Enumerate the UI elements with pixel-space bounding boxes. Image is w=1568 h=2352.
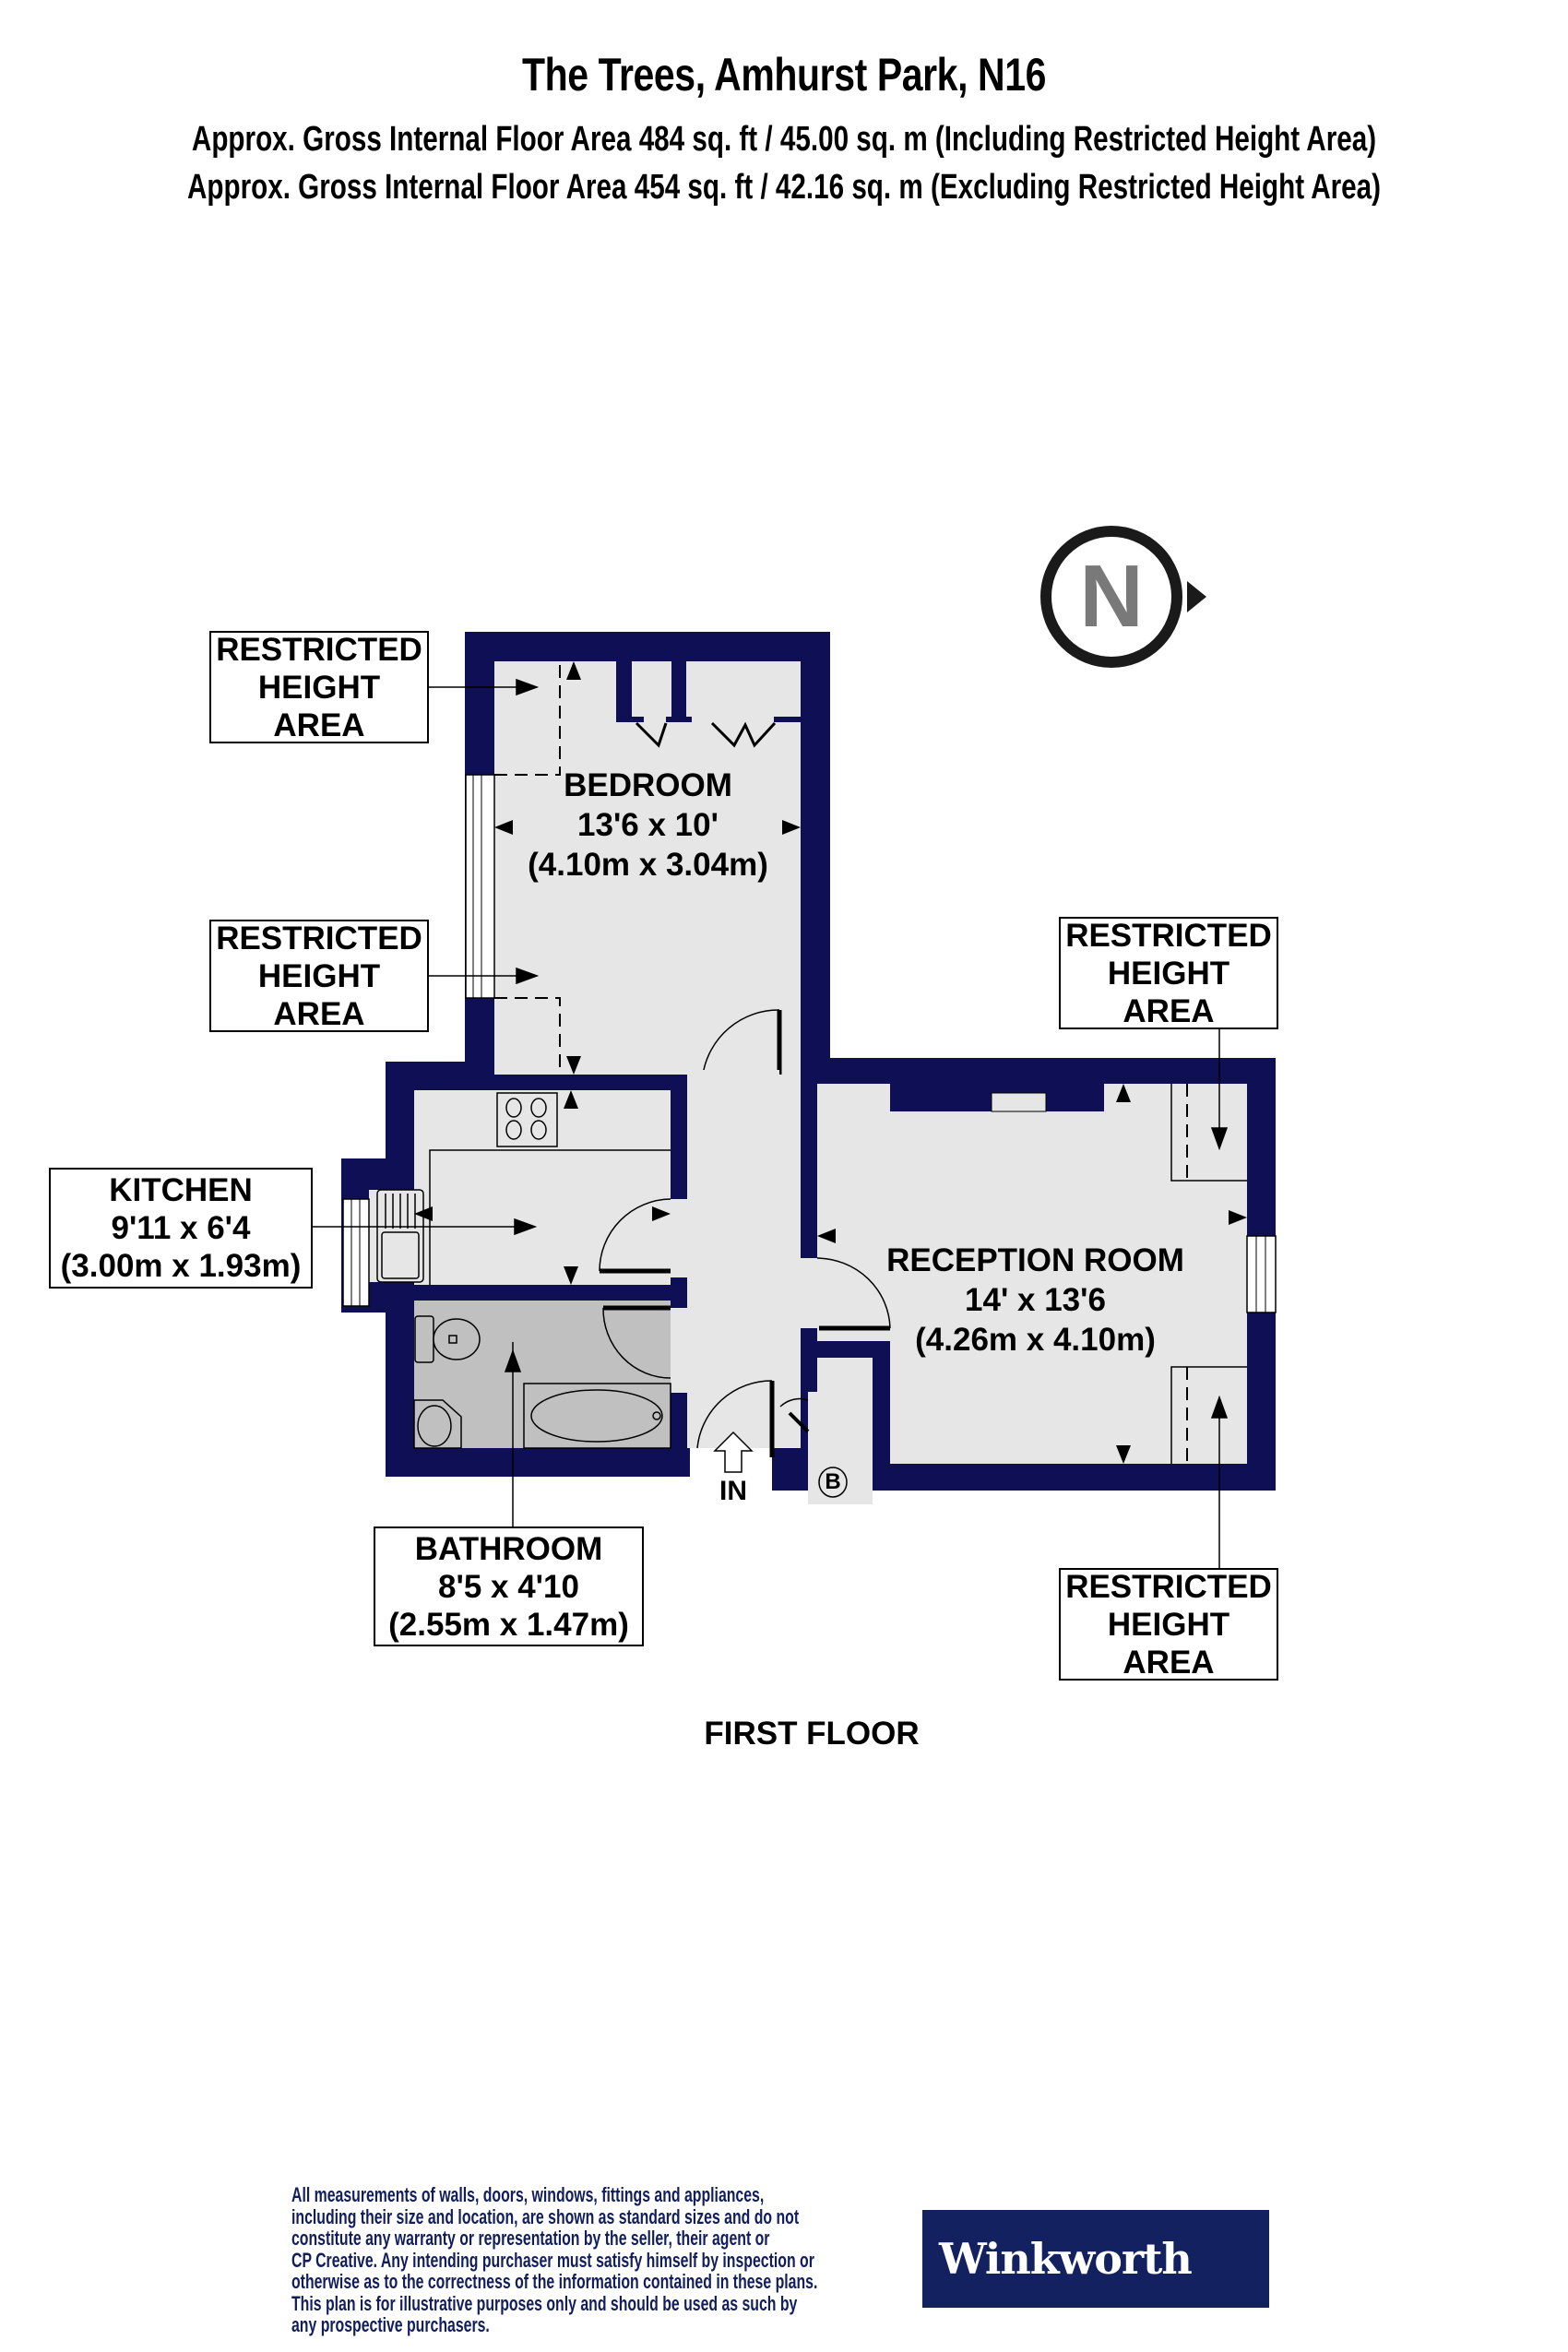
hob-icon (496, 1092, 558, 1147)
compass-north-letter: N (1079, 547, 1144, 646)
kitchen-window (342, 1198, 370, 1307)
entrance-arrow-icon (713, 1431, 754, 1473)
kitchen-label: KITCHEN 9'11 x 6'4 (3.00m x 1.93m) (49, 1168, 313, 1289)
restricted-height-label-bedroom-bottom: RESTRICTED HEIGHT AREA (209, 920, 429, 1032)
bathroom-label: BATHROOM 8'5 x 4'10 (2.55m x 1.47m) (374, 1526, 644, 1646)
bath-icon (523, 1383, 671, 1449)
restricted-height-label-bedroom-top: RESTRICTED HEIGHT AREA (209, 631, 429, 743)
bedroom-window (465, 774, 495, 999)
restricted-height-label-reception-top: RESTRICTED HEIGHT AREA (1059, 917, 1278, 1029)
boiler-label: B (825, 1469, 841, 1494)
bedroom-label: BEDROOM 13'6 x 10' (4.10m x 3.04m) (528, 767, 768, 883)
hallway-floor (687, 1075, 801, 1448)
dimension-arrows (414, 661, 1247, 1464)
reception-window (1246, 1235, 1277, 1313)
floor-name: FIRST FLOOR (704, 1716, 920, 1752)
entrance-label: IN (719, 1476, 747, 1506)
toilet-icon (414, 1315, 481, 1363)
wardrobe-doors (635, 721, 777, 748)
sink-icon (376, 1189, 424, 1283)
reception-room-label: RECEPTION ROOM 14' x 13'6 (4.26m x 4.10m… (886, 1242, 1184, 1358)
area-including-restricted: Approx. Gross Internal Floor Area 484 sq… (191, 120, 1377, 159)
leader-lines (312, 678, 1229, 1577)
boiler-icon (818, 1467, 848, 1498)
bedroom-floor (494, 661, 801, 1075)
compass-icon (1040, 526, 1206, 668)
plan-title: The Trees, Amhurst Park, N16 (521, 49, 1047, 101)
area-excluding-restricted: Approx. Gross Internal Floor Area 454 sq… (186, 168, 1382, 207)
kitchen-floor (414, 1090, 671, 1285)
basin-icon (413, 1399, 462, 1449)
disclaimer-text: All measurements of walls, doors, window… (291, 2183, 818, 2336)
floors (369, 661, 1247, 1504)
restricted-height-label-reception-bottom: RESTRICTED HEIGHT AREA (1059, 1568, 1278, 1681)
winkworth-logo: Winkworth (922, 2210, 1269, 2308)
